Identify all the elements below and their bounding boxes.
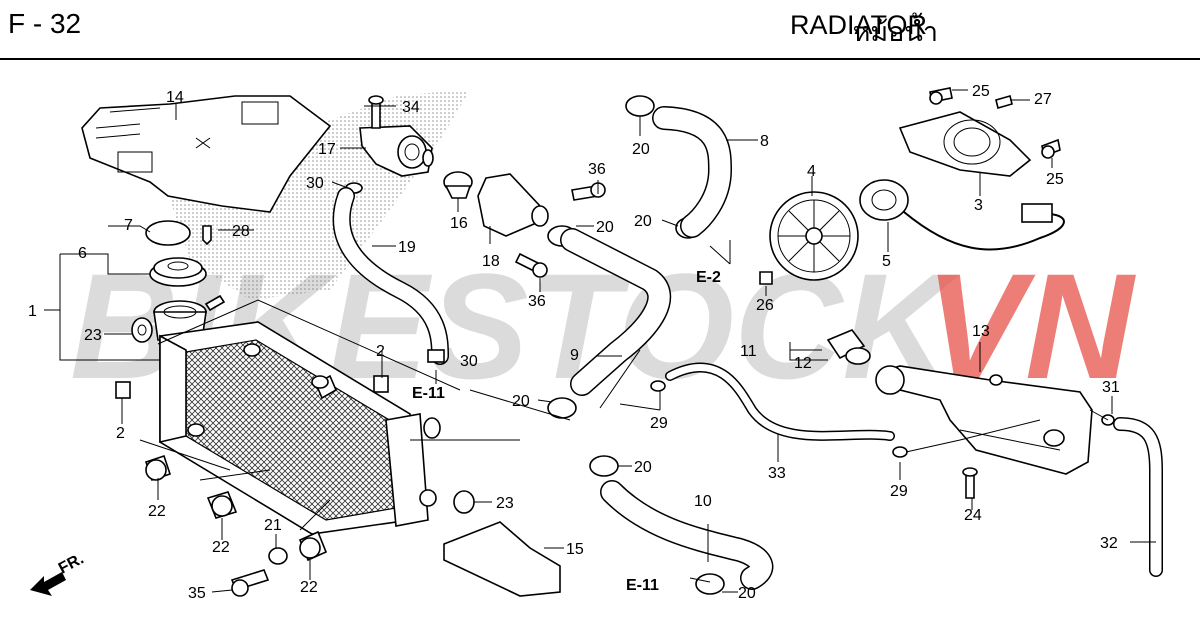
callout-28: 28 [232,223,250,240]
part-29-clip-a [650,380,666,392]
part-3-shroud [898,111,1032,177]
callout-labels: 1 2 2 3 4 5 6 7 8 9 10 11 12 13 14 15 16… [28,83,1120,602]
callout-1: 1 [28,303,37,320]
callout-36a: 36 [588,161,606,178]
callout-32: 32 [1100,535,1118,552]
part-36-bolts [514,182,606,278]
callout-20d: 20 [512,393,530,410]
part-23-grommet-left [131,317,153,343]
callout-24: 24 [964,507,982,524]
part-8-upper-hose [652,106,732,238]
ref-e2: E-2 [696,269,721,286]
part-29-clip-b [892,446,908,458]
callout-22c: 22 [300,579,318,596]
part-28-screw [202,225,212,246]
part-16-thermostat [443,171,473,199]
callout-4: 4 [807,163,816,180]
callout-19: 19 [398,239,416,256]
callout-18: 18 [482,253,500,270]
part-18-water-outlet [477,173,549,237]
callout-20c: 20 [634,213,652,230]
front-arrow-icon [30,572,66,596]
callout-30a: 30 [306,175,324,192]
callout-16: 16 [450,215,468,232]
callout-20a: 20 [632,141,650,158]
part-7-o-ring [145,220,191,246]
callout-27: 27 [1034,91,1052,108]
title-english: RADIATOR [790,10,928,40]
title-thai: หม้อน้ำ [852,17,938,47]
callout-21: 21 [264,517,282,534]
callout-23b: 23 [496,495,514,512]
part-10-radiator-hose [600,480,774,590]
part-13-reserve-tank [875,365,1093,475]
callout-2a: 2 [376,343,385,360]
callout-6: 6 [78,245,87,262]
callout-26: 26 [756,297,774,314]
part-4-cooling-fan [769,191,859,281]
callout-35: 35 [188,585,206,602]
callout-13: 13 [972,323,990,340]
part-6-radiator-cap [149,257,207,287]
callout-20e: 20 [634,459,652,476]
callout-30b: 30 [460,353,478,370]
part-19-hose [332,187,449,365]
part-2-clip-right [373,375,389,393]
ref-e11-bottom: E-11 [626,577,659,594]
callout-7: 7 [124,217,133,234]
callout-33: 33 [768,465,786,482]
ref-e11-top: E-11 [412,385,445,402]
callout-17: 17 [318,141,336,158]
callout-34: 34 [402,99,420,116]
callout-23a: 23 [84,327,102,344]
callout-29b: 29 [890,483,908,500]
leader-lines [44,89,1156,593]
part-21-collar [268,547,288,565]
part-30-clamp-bottom [427,349,445,363]
callout-25b: 25 [1046,171,1064,188]
callout-20b: 20 [596,219,614,236]
callout-14: 14 [166,89,184,106]
part-26-nut [759,271,773,285]
part-22-grommets [144,454,328,562]
part-14-plate [81,95,332,213]
callout-11: 11 [740,343,757,360]
callout-22a: 22 [148,503,166,520]
page-header: F - 32 หม้อน้ำ RADIATOR [0,0,1200,60]
part-15-bracket [443,521,561,597]
filler-neck [153,294,226,341]
part-25-27-bolts [929,87,1061,159]
part-32-drain-hose [1113,417,1163,577]
part-5-fan-motor [859,179,1065,251]
front-indicator: FR. [30,550,87,596]
radiator-assembly [159,321,441,535]
callout-25a: 25 [972,83,990,100]
callout-5: 5 [882,253,891,270]
callout-3: 3 [974,197,983,214]
callout-20f: 20 [738,585,756,602]
callout-31: 31 [1102,379,1120,396]
part-11-12-reserve-cap [826,329,871,365]
part-17-thermostat-housing [359,125,434,177]
callout-36b: 36 [528,293,546,310]
callout-2b: 2 [116,425,125,442]
part-23-grommet-right [453,490,475,514]
callout-12: 12 [794,355,812,372]
part-9-lower-hose [560,228,672,396]
part-2-clip-left [115,381,131,399]
callout-9: 9 [570,347,579,364]
callout-15: 15 [566,541,584,558]
callout-29a: 29 [650,415,668,432]
callout-22b: 22 [212,539,230,556]
callout-8: 8 [760,133,769,150]
callout-10: 10 [694,493,712,510]
figure-number: F - 32 [8,8,82,39]
